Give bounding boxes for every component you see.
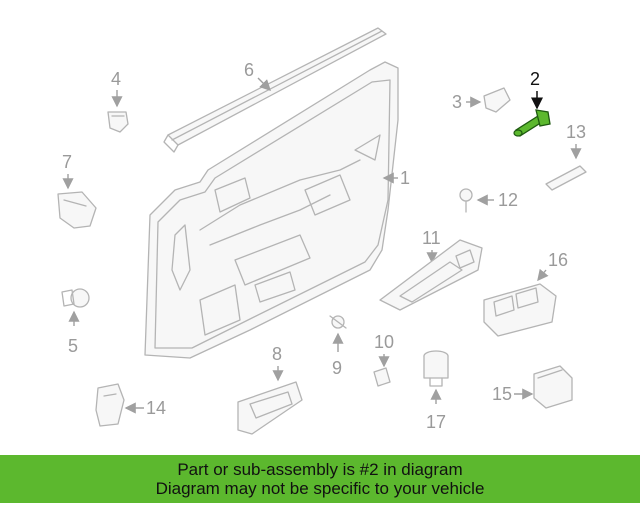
part-17-speaker-clip — [423, 350, 449, 387]
part-1-door-trim-panel — [144, 61, 399, 359]
label-13: 13 — [566, 122, 586, 142]
banner-line-2: Diagram may not be specific to your vehi… — [155, 479, 485, 498]
part-2-bolt[interactable] — [513, 109, 551, 137]
part-8-handle-bezel — [237, 381, 303, 435]
label-9: 9 — [332, 358, 342, 378]
part-7-cover — [57, 191, 97, 229]
label-12: 12 — [498, 190, 518, 210]
label-15: 15 — [492, 384, 512, 404]
part-14-bracket — [95, 383, 125, 427]
banner-line-1: Part or sub-assembly is #2 in diagram — [177, 460, 463, 479]
label-14: 14 — [146, 398, 166, 418]
label-2: 2 — [530, 69, 540, 89]
label-7: 7 — [62, 152, 72, 172]
label-16: 16 — [548, 250, 568, 270]
parts-diagram: 1 6 4 7 5 3 2 13 12 — [57, 27, 587, 435]
part-4-clip — [107, 111, 129, 133]
label-17: 17 — [426, 412, 446, 432]
label-4: 4 — [111, 69, 121, 89]
part-9-screw — [329, 315, 347, 329]
part-13-pad — [545, 165, 587, 191]
label-11: 11 — [422, 228, 441, 248]
part-16-window-switch — [483, 283, 557, 337]
part-6-belt-moulding — [163, 27, 387, 153]
label-10: 10 — [374, 332, 394, 352]
part-15-switch — [533, 365, 573, 409]
part-11-switch-bezel — [379, 239, 483, 311]
part-5-clip — [61, 288, 90, 308]
info-banner: Part or sub-assembly is #2 in diagram Di… — [0, 455, 640, 503]
label-3: 3 — [452, 92, 462, 112]
part-12-screw — [459, 188, 473, 213]
label-5: 5 — [68, 336, 78, 356]
part-3-bracket — [483, 87, 511, 113]
label-6: 6 — [244, 60, 254, 80]
label-1: 1 — [400, 168, 410, 188]
label-8: 8 — [272, 344, 282, 364]
part-10-cap — [373, 367, 391, 387]
